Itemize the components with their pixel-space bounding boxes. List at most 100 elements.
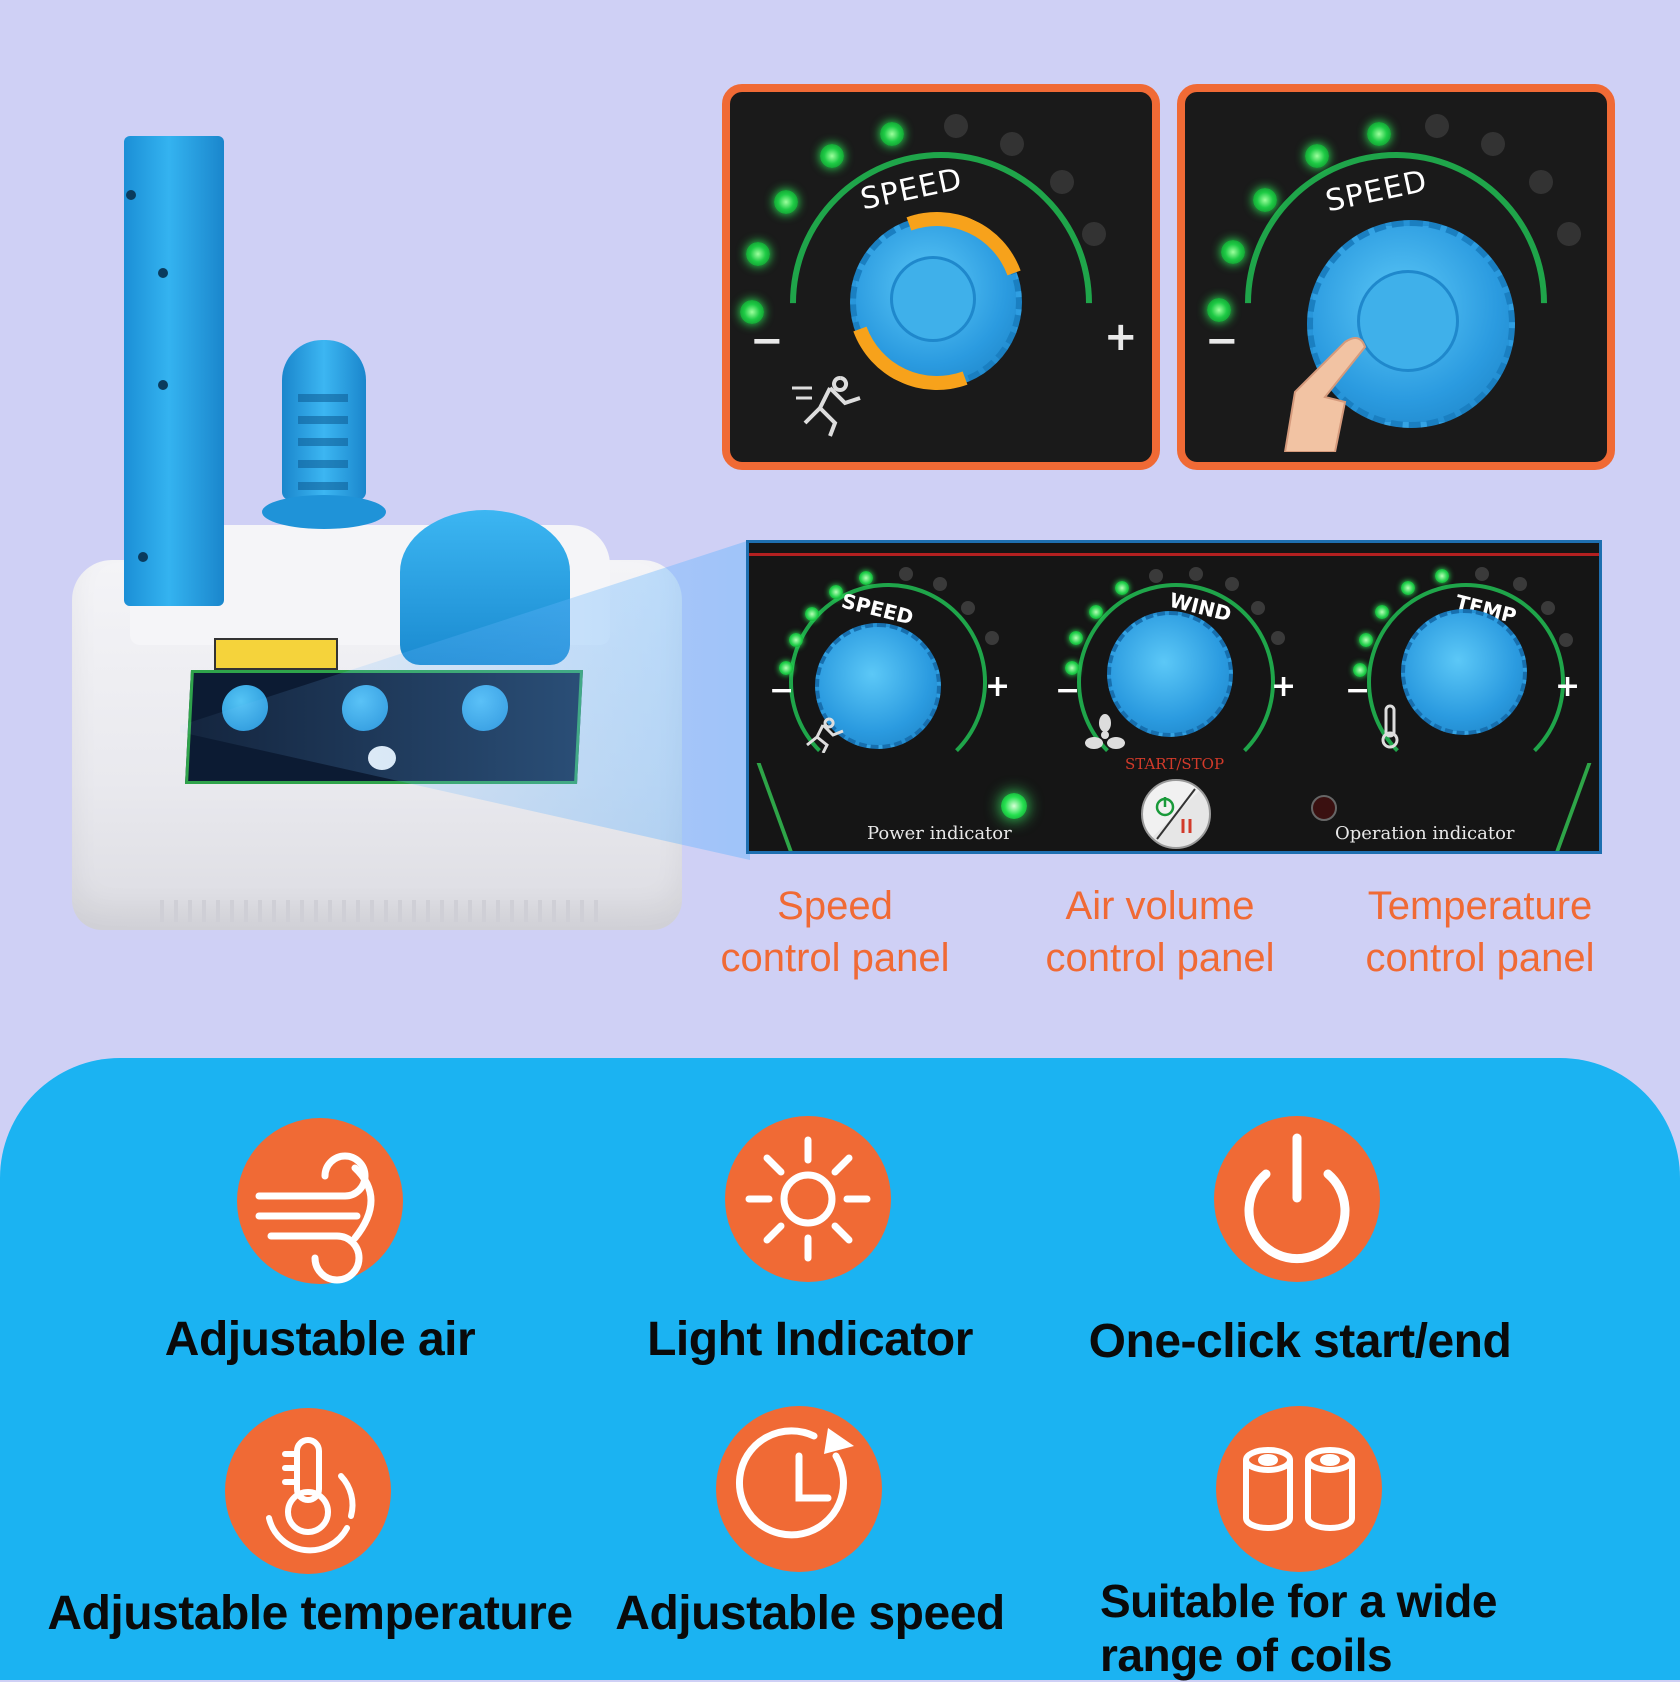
led	[1115, 581, 1129, 595]
led-off	[1271, 631, 1285, 645]
led-off	[1050, 170, 1074, 194]
led-off	[1529, 170, 1553, 194]
finger-icon	[1283, 337, 1367, 452]
runner-icon	[806, 717, 844, 753]
machine-vents	[160, 900, 600, 922]
thermometer-icon	[1381, 704, 1399, 749]
speed-dial-arc	[789, 583, 987, 781]
feature-label: Adjustable speed	[615, 1587, 1005, 1640]
warning-sticker	[214, 638, 338, 670]
led-off	[933, 577, 947, 591]
tube-hole	[158, 268, 168, 278]
speed-rotate-photo: SPEED − +	[722, 84, 1160, 470]
led	[774, 190, 798, 214]
panel-corner	[1554, 763, 1599, 851]
start-stop-label: START/STOP	[1125, 755, 1225, 773]
panel-stripe	[749, 553, 1599, 556]
speed-press-photo: SPEED −	[1177, 84, 1615, 470]
led-off	[1557, 222, 1581, 246]
led	[1207, 298, 1231, 322]
led	[805, 607, 819, 621]
led	[1375, 605, 1389, 619]
temp-dial-arc	[1367, 583, 1565, 781]
led-off	[1000, 132, 1024, 156]
speed-knob	[1307, 220, 1515, 428]
led-off	[944, 114, 968, 138]
led	[1065, 661, 1079, 675]
led	[1359, 633, 1373, 647]
temp-knob[interactable]	[1401, 609, 1527, 735]
feature-label: Adjustable temperature	[47, 1587, 573, 1640]
feature-label-coils: Suitable for a wide range of coils	[1100, 1574, 1600, 1682]
minus-sign: −	[769, 673, 795, 708]
led-off	[1425, 114, 1449, 138]
led-off	[1251, 601, 1265, 615]
winding-tube	[124, 136, 224, 606]
temp-caption: Temperature control panel	[1330, 880, 1630, 984]
air-caption: Air volume control panel	[1010, 880, 1310, 984]
feature-label: Light Indicator	[647, 1313, 973, 1366]
plus-sign: +	[1271, 669, 1297, 704]
spool-base	[262, 495, 386, 529]
led	[1089, 605, 1103, 619]
fan-icon	[1085, 714, 1125, 749]
led	[820, 144, 844, 168]
wind-knob[interactable]	[1107, 611, 1233, 737]
plus-sign: +	[1104, 314, 1138, 360]
led-off	[1481, 132, 1505, 156]
led-off	[985, 631, 999, 645]
minus-sign: −	[1205, 318, 1239, 364]
caption-line: control panel	[1365, 936, 1595, 980]
led-off	[1559, 633, 1573, 647]
led	[880, 122, 904, 146]
feature-label-line: range of coils	[1100, 1629, 1393, 1681]
speed-knob[interactable]	[815, 623, 941, 749]
led	[1069, 631, 1083, 645]
thermometer-cycle-icon	[225, 1408, 391, 1574]
tube-hole	[138, 552, 148, 562]
led-off	[1225, 577, 1239, 591]
wind-dial-arc	[1077, 583, 1275, 781]
led	[859, 571, 873, 585]
clock-icon	[716, 1406, 882, 1572]
led	[1221, 240, 1245, 264]
led-off	[1082, 222, 1106, 246]
knob-center	[890, 256, 976, 342]
led-off	[899, 567, 913, 581]
feature-label: Adjustable air	[164, 1313, 476, 1366]
plus-sign: +	[985, 669, 1011, 704]
coils-icon	[1216, 1406, 1382, 1572]
led	[1435, 569, 1449, 583]
tube-hole	[158, 380, 168, 390]
power-indicator-led	[1001, 793, 1027, 819]
power-icon	[1214, 1116, 1380, 1282]
spool-slots	[298, 380, 348, 490]
led-off	[1189, 567, 1203, 581]
caption-line: Air volume	[1065, 884, 1255, 928]
heater-cover	[400, 510, 570, 665]
led	[1253, 188, 1277, 212]
control-panel-closeup: SPEED − + WIND − + TEMP − + START/STOP	[746, 540, 1602, 854]
plus-sign: +	[1555, 669, 1581, 704]
led	[1353, 663, 1367, 677]
wind-icon	[237, 1118, 403, 1284]
start-stop-button[interactable]	[1141, 779, 1211, 849]
led	[789, 633, 803, 647]
runner-icon	[792, 376, 861, 437]
tube-hole	[126, 190, 136, 200]
caption-line: Speed	[777, 884, 893, 928]
led-off	[1513, 577, 1527, 591]
led-off	[961, 601, 975, 615]
led	[1401, 581, 1415, 595]
panel-corner	[749, 763, 794, 851]
mini-start-button	[368, 746, 396, 770]
knob-center	[1357, 270, 1459, 372]
led	[746, 242, 770, 266]
led	[740, 300, 764, 324]
led-off	[1475, 567, 1489, 581]
caption-line: control panel	[720, 936, 950, 980]
feature-label: One-click start/end	[1088, 1315, 1512, 1368]
minus-sign: −	[750, 318, 784, 364]
led	[1305, 144, 1329, 168]
sun-icon	[725, 1116, 891, 1282]
